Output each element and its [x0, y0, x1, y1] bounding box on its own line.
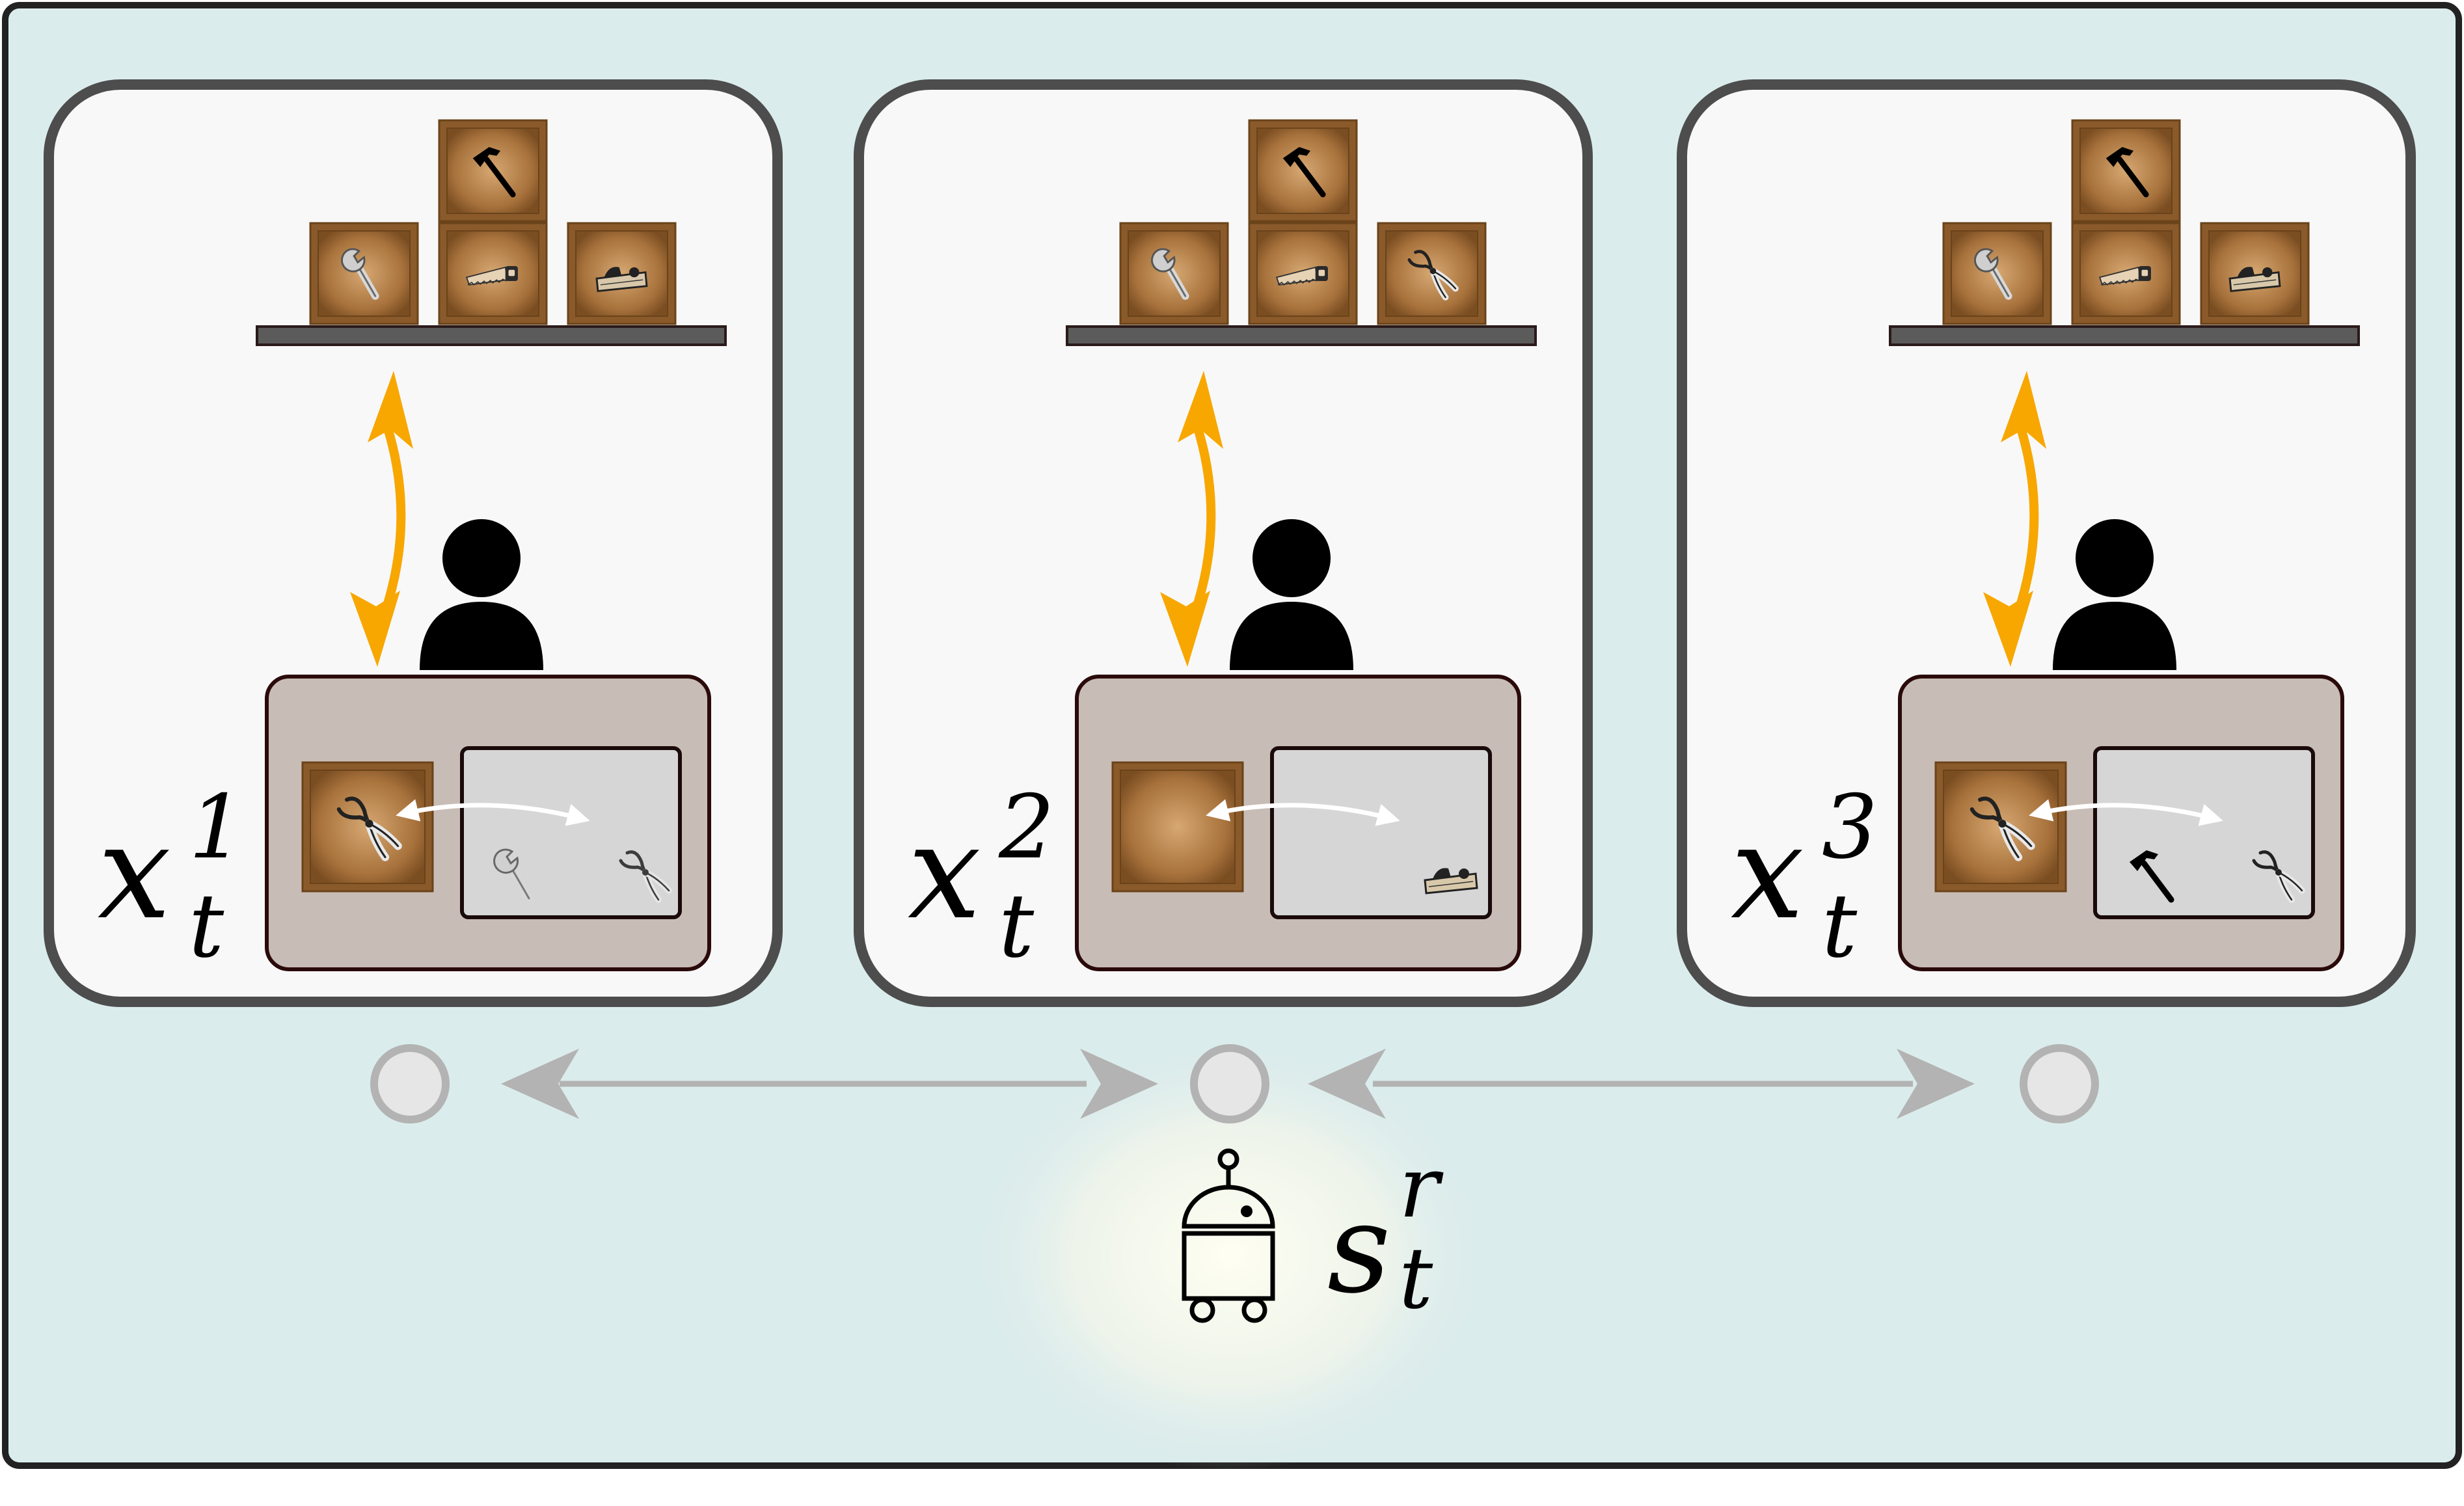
state-node-2 [1190, 1044, 1269, 1123]
fetch-arrow [350, 371, 413, 667]
shelf [1066, 325, 1537, 346]
fetch-arrow [1983, 371, 2046, 667]
label-sub: t [1822, 875, 1858, 977]
label-sup: 3 [1822, 776, 1878, 878]
desk-crate [1111, 761, 1244, 893]
state-node-3 [2020, 1044, 2099, 1123]
label-sup: 2 [998, 776, 1055, 878]
label-var: x [98, 797, 171, 948]
shelf-crate-top [1248, 119, 1358, 222]
robot-icon [1182, 1148, 1275, 1323]
shelf-crate-top [2071, 119, 2181, 222]
state-node-1 [370, 1044, 450, 1123]
label-var: x [1731, 797, 1804, 948]
swap-arrow [396, 799, 590, 826]
tool-tray [1270, 746, 1492, 919]
desk-crate [1934, 761, 2067, 893]
robot-label-sub: t [1399, 1229, 1433, 1328]
transition-arrow-2-3 [1308, 1049, 1975, 1119]
robot-state-label: s r t [1327, 1138, 1444, 1328]
label-var: x [908, 797, 981, 948]
label-sub: t [999, 875, 1035, 977]
robot-label-var: s [1327, 1177, 1391, 1321]
transition-arrow-1-2 [501, 1049, 1158, 1119]
label-sub: t [189, 875, 224, 977]
swap-arrow [2029, 799, 2223, 826]
tool-tray [2093, 746, 2315, 919]
shelf [256, 325, 727, 346]
shelf-crate-2 [438, 222, 548, 325]
desk-crate [301, 761, 434, 893]
shelf-crate-2 [2071, 222, 2181, 325]
shelf-crate-3 [1377, 222, 1487, 325]
person-icon [1230, 519, 1353, 670]
robot-glow [969, 1041, 1490, 1470]
shelf-crate-3 [2200, 222, 2310, 325]
shelf-crate-2 [1248, 222, 1358, 325]
fetch-arrow [1160, 371, 1223, 667]
shelf-crate-1 [309, 222, 419, 325]
robot-label-sup: r [1399, 1138, 1444, 1237]
tool-tray [460, 746, 682, 919]
label-sup: 1 [189, 776, 245, 878]
state-chain [370, 1044, 2099, 1123]
swap-arrow [1206, 799, 1400, 826]
shelf-crate-1 [1942, 222, 2052, 325]
shelf-crate-top [438, 119, 548, 222]
shelf-crate-1 [1119, 222, 1229, 325]
shelf-crate-3 [567, 222, 677, 325]
person-icon [420, 519, 543, 670]
person-icon [2053, 519, 2176, 670]
shelf [1889, 325, 2360, 346]
